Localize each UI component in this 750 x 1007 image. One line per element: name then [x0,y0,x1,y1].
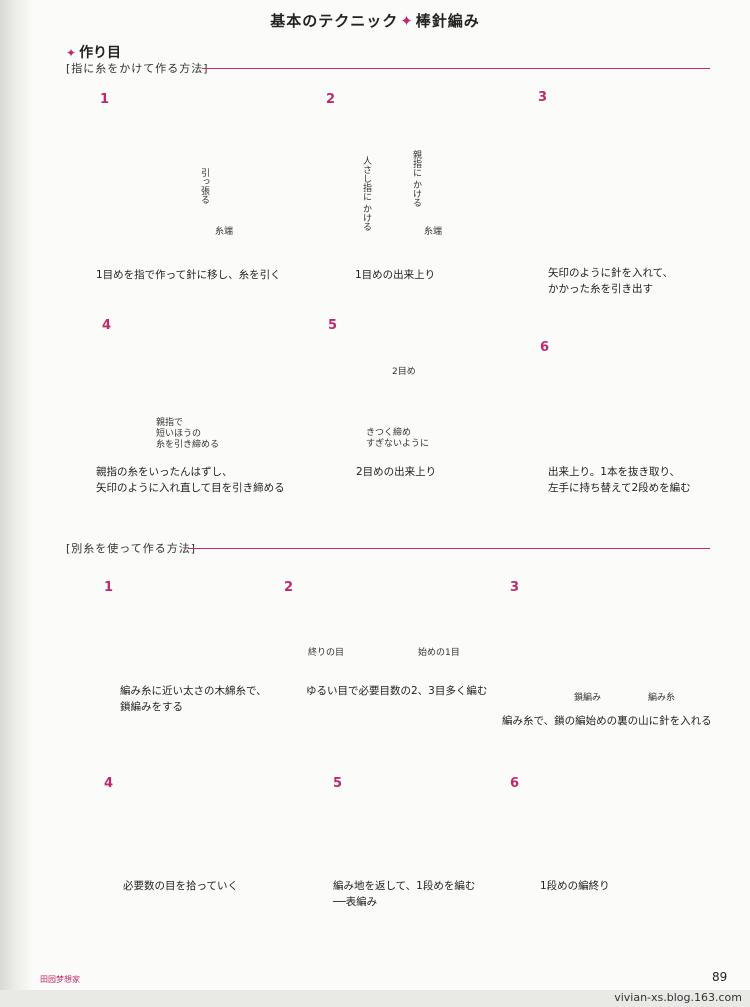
footer-bar [0,990,750,1007]
step-number: 1 [100,92,110,107]
step-caption: 1目めを指で作って針に移し、糸を引く [96,269,281,281]
step-number: 4 [102,318,112,333]
step-caption: 編み糸に近い太さの木綿糸で、 鎖編みをする [120,685,267,713]
step-number: 3 [510,580,520,595]
step-caption: 1目めの出来上り [355,269,436,281]
label-knit-yarn: 編み糸 [648,693,676,703]
label-start-stitch: 始めの1目 [418,648,460,658]
step-number: 6 [510,776,520,791]
page-title: 基本のテクニック✦棒針編み [270,12,480,30]
label-second-stitch: 2目め [392,367,416,377]
step-number: 5 [328,318,338,333]
step-number: 1 [104,580,114,595]
step-caption: 編み糸で、鎖の編始めの裏の山に針を入れる [502,715,712,727]
label-yarn-end: 糸端 [215,227,234,237]
stamp-text: 田园梦想家 [40,975,80,984]
label-not-too-tight: きつく締め すぎないように [366,428,429,449]
page-number: 89 [712,970,728,984]
label-index-finger: 人さし指に かける [361,156,371,231]
label-thumb: 親指に かける [411,150,421,207]
section-heading: ✦作り目 [66,45,122,61]
method-finger-label: [指に糸をかけて作る方法] [66,62,209,75]
divider [202,68,710,69]
step-caption: ゆるい目で必要目数の2、3目多く編む [306,685,488,697]
step-caption: 親指の糸をいったんはずし、 矢印のように入れ直して目を引き締める [96,466,285,494]
watermark-site: vivian-xs.blog.163.com [614,991,742,1004]
step-caption: 1段めの編終り [540,880,610,892]
method-waste-label: [別糸を使って作る方法] [66,542,197,555]
diamond-icon: ✦ [66,46,77,60]
step-number: 6 [540,340,550,355]
book-spine-shadow [0,0,34,1007]
label-yarn-end: 糸端 [424,227,443,237]
step-number: 3 [538,90,548,105]
step-caption: 2目めの出来上り [356,466,437,478]
label-pull: 引っ張る [199,168,209,204]
step-number: 2 [326,92,336,107]
step-caption: 必要数の目を拾っていく [123,880,238,892]
divider [188,548,710,549]
diamond-icon: ✦ [400,12,414,30]
label-chain: 鎖編み [574,693,602,703]
label-end-stitch: 終りの目 [308,648,345,658]
label-thumb-note: 親指で 短いほうの 糸を引き締める [156,418,220,450]
step-caption: 編み地を返して、1段めを編む ──表編み [333,880,476,908]
step-number: 4 [104,776,114,791]
step-caption: 出来上り。1本を抜き取り、 左手に持ち替えて2段めを編む [548,466,691,494]
step-number: 2 [284,580,294,595]
step-caption: 矢印のように針を入れて、 かかった糸を引き出す [548,267,674,295]
step-number: 5 [333,776,343,791]
